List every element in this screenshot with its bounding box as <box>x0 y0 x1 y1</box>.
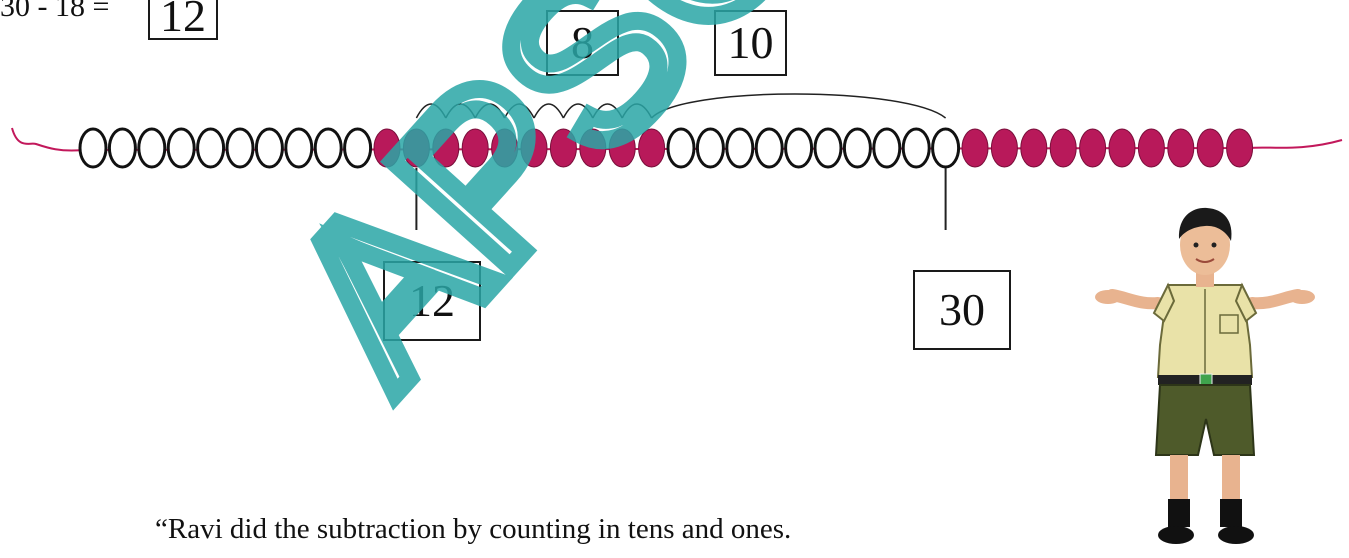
right-hand <box>1289 290 1315 304</box>
marker-lines <box>415 168 947 230</box>
ones-jump-arc <box>503 103 535 119</box>
bead-pink <box>1108 128 1136 168</box>
ones-jump-label: 8 <box>571 17 594 68</box>
bead-string-thread <box>11 127 1343 152</box>
bead-white <box>901 127 931 169</box>
ones-jump-box: 8 <box>546 10 619 76</box>
bead-pink <box>1167 128 1195 168</box>
bead-pink <box>402 128 430 168</box>
hair <box>1178 207 1232 241</box>
bead-white <box>666 127 696 169</box>
left-shoe <box>1158 526 1194 544</box>
bead-white <box>166 127 196 169</box>
bead-white <box>842 127 872 169</box>
end-marker-label: 30 <box>939 284 985 335</box>
bead-pink <box>579 128 607 168</box>
ones-jump-arc <box>415 103 447 119</box>
left-sleeve <box>1152 282 1176 323</box>
right-sock <box>1220 499 1242 527</box>
bead-pink <box>1137 128 1165 168</box>
bead-white <box>784 127 814 169</box>
bead-white <box>695 127 725 169</box>
bead-pink <box>1196 128 1224 168</box>
bead-white <box>196 127 226 169</box>
bead-white <box>931 127 961 169</box>
equation-answer-box: 12 <box>148 0 218 40</box>
bead-white <box>754 127 784 169</box>
caption-text: “Ravi did the subtraction by counting in… <box>155 513 792 545</box>
bead-white <box>254 127 284 169</box>
thread-line <box>11 127 1343 152</box>
ones-jump-arc <box>562 103 594 119</box>
left-leg <box>1170 455 1188 503</box>
ones-jump-arc <box>592 103 623 119</box>
equation-text: 30 - 18 = <box>0 0 110 23</box>
bead-white <box>872 127 902 169</box>
left-sock <box>1168 499 1190 527</box>
bead-pink <box>608 128 636 168</box>
start-marker-box: 12 <box>383 261 481 341</box>
bead-pink <box>961 128 989 168</box>
bead-white <box>725 127 755 169</box>
bead-pink <box>549 128 577 168</box>
bead-pink <box>1226 128 1254 168</box>
ones-jump-arc <box>474 103 506 119</box>
bead-white <box>78 127 108 169</box>
bead-row <box>78 127 1254 169</box>
bead-pink <box>461 128 489 168</box>
bead-white <box>313 127 343 169</box>
smile <box>1195 258 1215 263</box>
bead-pink <box>1079 128 1107 168</box>
right-leg <box>1222 455 1240 503</box>
bead-string-diagram <box>11 93 1343 230</box>
bead-pink <box>1049 128 1077 168</box>
bead-white <box>107 127 137 169</box>
ones-jump-arc <box>533 103 565 119</box>
face <box>1180 215 1230 275</box>
shorts <box>1154 384 1256 456</box>
equation-answer: 12 <box>160 0 206 41</box>
bead-pink <box>373 128 401 168</box>
shirt-pocket <box>1219 314 1239 334</box>
end-marker-box: 30 <box>913 270 1011 350</box>
bead-white <box>343 127 373 169</box>
bead-pink <box>491 128 519 168</box>
ones-jump-arc <box>621 103 653 119</box>
jump-arcs <box>415 93 947 119</box>
bead-pink <box>1020 128 1048 168</box>
boy-illustration <box>1095 207 1315 544</box>
bead-pink <box>520 128 548 168</box>
bead-white <box>284 127 314 169</box>
bead-white <box>813 127 843 169</box>
right-eye <box>1211 242 1217 248</box>
ones-jump-arc <box>445 103 476 119</box>
bead-white <box>137 127 167 169</box>
bead-white <box>225 127 255 169</box>
start-marker-label: 12 <box>409 275 455 326</box>
tens-jump-label: 10 <box>727 17 774 68</box>
left-eye <box>1193 242 1199 248</box>
bead-pink <box>432 128 460 168</box>
tens-jump-arc <box>651 93 947 119</box>
bead-pink <box>990 128 1018 168</box>
bead-pink <box>638 128 666 168</box>
right-sleeve <box>1234 282 1258 323</box>
tens-jump-box: 10 <box>714 10 787 76</box>
right-shoe <box>1218 526 1254 544</box>
left-hand <box>1095 290 1121 304</box>
